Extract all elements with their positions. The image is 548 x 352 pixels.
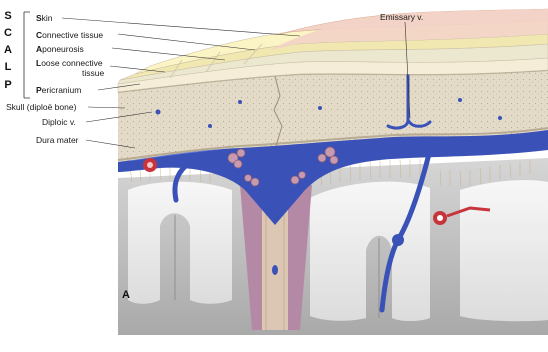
label-emissary-vein: Emissary v.: [380, 12, 423, 22]
label-loose-connective-tissue-line2: tissue: [82, 68, 104, 78]
cortical-vein-cross-section: [392, 234, 404, 246]
acronym-letter: S: [2, 10, 14, 22]
label-aponeurosis: Aponeurosis: [36, 44, 84, 54]
brain-block: [118, 158, 548, 335]
label-pericranium: Pericranium: [36, 85, 81, 95]
white-matter: [460, 180, 548, 321]
label-diploic-vein: Diploic v.: [42, 117, 76, 127]
cerebral-artery: [437, 215, 443, 221]
acronym-letter: L: [2, 61, 14, 73]
label-skull: Skull (diploë bone): [6, 102, 76, 112]
acronym-letter: P: [2, 79, 14, 91]
acronym-letter: A: [2, 44, 14, 56]
meningeal-artery: [147, 162, 153, 168]
label-loose-connective-tissue: Loose connective: [36, 58, 103, 68]
label-connective-tissue: Connective tissue: [36, 30, 103, 40]
panel-letter: A: [122, 289, 130, 301]
scalp-bracket: [24, 12, 30, 98]
acronym-letter: C: [2, 27, 14, 39]
label-dura-mater: Dura mater: [36, 135, 79, 145]
label-skin: Skin: [36, 13, 53, 23]
inferior-sagittal-sinus: [272, 265, 278, 275]
